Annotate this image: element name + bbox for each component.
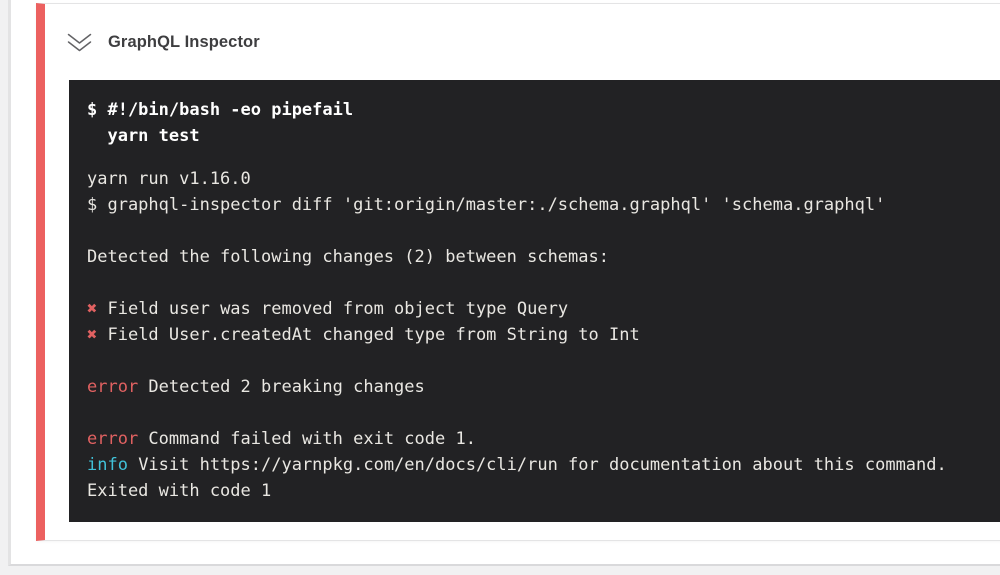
chevrons-down-icon[interactable] <box>66 32 93 53</box>
terminal-line: Detected the following changes (2) betwe… <box>87 247 609 267</box>
terminal-line <box>87 270 1000 296</box>
terminal-line: error Command failed with exit code 1. <box>87 429 476 449</box>
terminal-line <box>87 400 1000 426</box>
terminal-line: ✖ Field User.createdAt changed type from… <box>87 325 640 345</box>
terminal-line: $ graphql-inspector diff 'git:origin/mas… <box>87 195 886 215</box>
terminal-line: Exited with code 1 <box>87 481 272 501</box>
step-title: GraphQL Inspector <box>108 32 260 51</box>
terminal-line: $ #!/bin/bash -eo pipefail <box>87 100 354 120</box>
terminal-line: yarn run v1.16.0 <box>87 169 251 189</box>
terminal-line <box>87 348 1000 374</box>
content-panel: GraphQL Inspector $ #!/bin/bash -eo pipe… <box>8 0 1000 566</box>
terminal-line: yarn test <box>87 126 200 146</box>
terminal-line: ✖ Field user was removed from object typ… <box>87 299 569 319</box>
terminal-line: error Detected 2 breaking changes <box>87 377 425 397</box>
build-step-card: GraphQL Inspector $ #!/bin/bash -eo pipe… <box>36 3 1000 541</box>
terminal-line: info Visit https://yarnpkg.com/en/docs/c… <box>87 455 947 475</box>
step-header[interactable]: GraphQL Inspector <box>45 4 1000 80</box>
terminal-line <box>87 218 1000 244</box>
terminal-block-command: $ #!/bin/bash -eo pipefail yarn test <box>87 97 1000 149</box>
terminal-block-output: yarn run v1.16.0 $ graphql-inspector diff… <box>87 166 1000 504</box>
